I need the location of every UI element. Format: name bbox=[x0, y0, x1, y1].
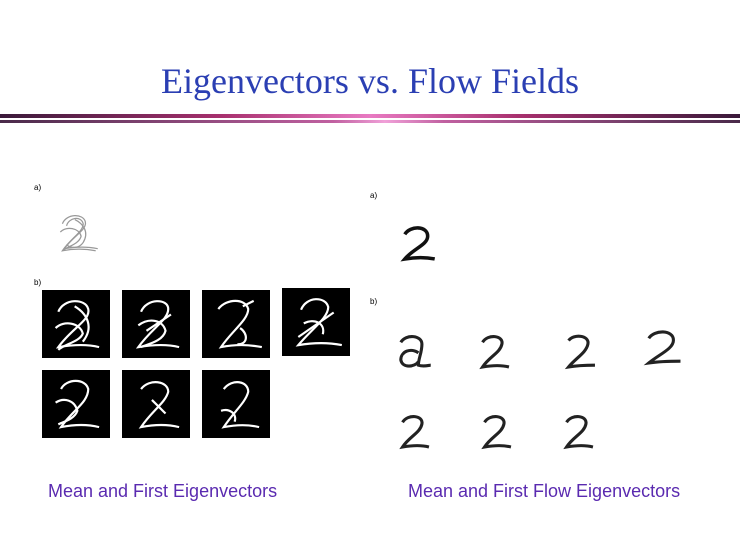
flow-eigenvector-3 bbox=[558, 330, 602, 374]
eigenvector-tile-6 bbox=[122, 370, 190, 438]
eigenvector-tile-5 bbox=[42, 370, 110, 438]
title-rule-bottom bbox=[0, 120, 740, 123]
flow-eigenvector-2 bbox=[472, 330, 516, 374]
flow-eigenvector-6 bbox=[474, 410, 518, 454]
eigenvector-tile-4 bbox=[282, 288, 350, 356]
eigenvector-tile-3 bbox=[202, 290, 270, 358]
right-caption: Mean and First Flow Eigenvectors bbox=[408, 481, 681, 501]
title-rule-top bbox=[0, 114, 740, 118]
flow-eigenvector-7 bbox=[556, 410, 600, 454]
right-label-b: b) bbox=[370, 297, 378, 306]
left-caption: Mean and First Eigenvectors bbox=[48, 481, 278, 501]
flow-eigenvector-1 bbox=[392, 330, 436, 374]
left-label-a: a) bbox=[34, 183, 42, 192]
slide-title: Eigenvectors vs. Flow Fields bbox=[161, 61, 579, 101]
eigenvector-tile-1 bbox=[42, 290, 110, 358]
eigenvector-tile-7 bbox=[202, 370, 270, 438]
right-label-a: a) bbox=[370, 191, 378, 200]
flow-eigenvector-5 bbox=[392, 410, 436, 454]
flow-mean-digit bbox=[396, 222, 440, 266]
flow-eigenvector-4 bbox=[640, 326, 684, 370]
eigenvector-tile-2 bbox=[122, 290, 190, 358]
mean-digit-image bbox=[52, 205, 104, 257]
left-label-b: b) bbox=[34, 278, 42, 287]
